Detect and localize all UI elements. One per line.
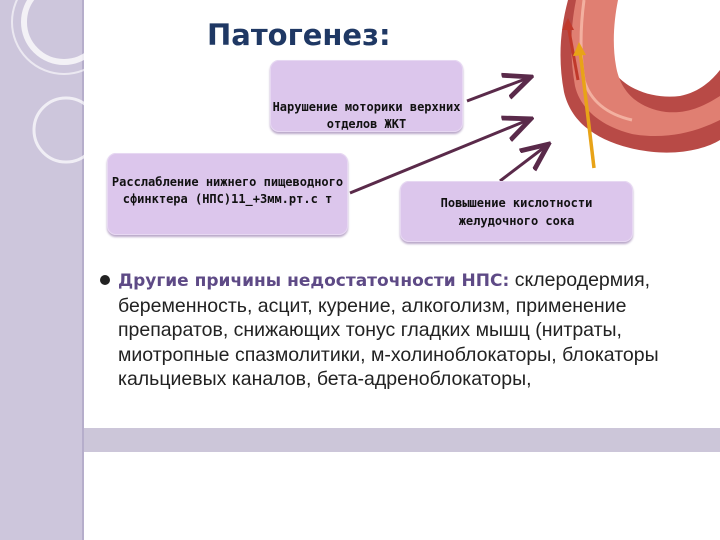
- arrow-acid: [499, 146, 546, 183]
- body-paragraph: Другие причины недостаточности НПС: скле…: [100, 268, 700, 392]
- decor-sidebar: [0, 0, 82, 540]
- les-relaxation-label: Расслабление нижнего пищеводного сфинкте…: [111, 175, 344, 206]
- acidity-label: Повышение кислотности желудочного сока: [440, 195, 593, 228]
- esophagus-illustration-icon: [560, 0, 720, 169]
- motor-disorder-label: Нарушение моторики верхних отделов ЖКТ: [272, 100, 461, 131]
- causes-text: склеродермия, беременность, асцит, курен…: [118, 269, 659, 390]
- footer-band: [84, 428, 720, 452]
- bullet-icon: [100, 275, 110, 285]
- les-relaxation-box: Расслабление нижнего пищеводного сфинкте…: [107, 153, 348, 235]
- lead-text: Другие причины недостаточности НПС:: [118, 271, 510, 291]
- arrow-motor: [466, 78, 528, 103]
- motor-disorder-box: Нарушение моторики верхних отделов ЖКТ: [270, 60, 463, 132]
- circle-ring-decor-icon: [11, 0, 117, 164]
- arrow-les: [349, 120, 528, 195]
- acidity-box: Повышение кислотности желудочного сока: [400, 181, 633, 242]
- slide-title: Патогенез:: [207, 18, 391, 52]
- sidebar-divider: [82, 0, 84, 540]
